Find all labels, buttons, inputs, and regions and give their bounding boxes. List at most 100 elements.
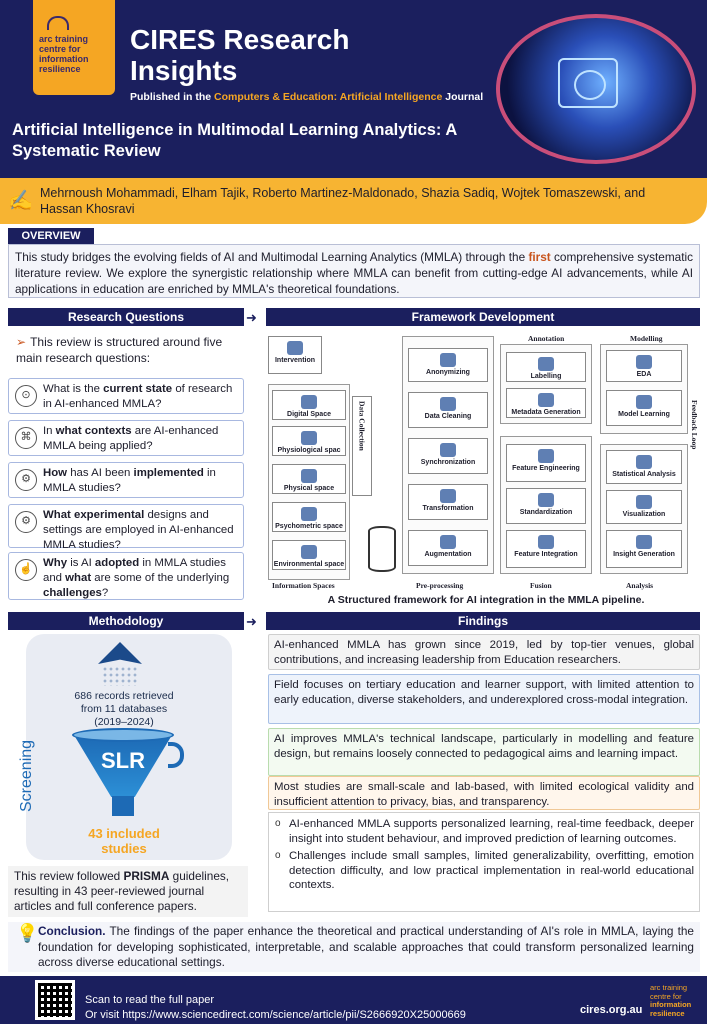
person-icon (301, 507, 317, 521)
logo-line: centre for (650, 991, 682, 1001)
fw-label: Environmental space (273, 561, 345, 568)
rq-bold: current state (103, 383, 173, 395)
standardize-icon (538, 493, 554, 507)
col-label: Analysis (626, 581, 654, 590)
framework-caption: A Structured framework for AI integratio… (327, 594, 645, 606)
logo-line: information (650, 1000, 692, 1009)
visualization-icon (636, 495, 652, 509)
database-icon (368, 526, 396, 572)
chart-icon (636, 355, 652, 369)
research-questions-label: Research Questions (8, 308, 244, 326)
findings-bullets: AI-enhanced MMLA supports personalized l… (268, 812, 700, 912)
logo-line: arc training (650, 983, 688, 992)
published-line: Published in the Computers & Education: … (130, 91, 483, 103)
published-suffix: Journal (442, 91, 484, 103)
fw-label: Feature Integration (514, 551, 578, 558)
overview-part: This study bridges the evolving fields o… (15, 250, 529, 264)
fw-step: EDA (606, 350, 682, 382)
fw-step: Statistical Analysis (606, 450, 682, 484)
records-retrieved: 686 records retrieved from 11 databases … (60, 690, 188, 729)
framework-intervention: Intervention (268, 336, 322, 374)
fw-step: Augmentation (408, 530, 488, 566)
rq-text: are AI-enhanced MMLA being applied? (43, 425, 219, 452)
rq-bold: Why (43, 557, 68, 569)
note-part: This review followed (14, 869, 124, 883)
arrow-icon: ➢ (16, 335, 27, 349)
journal-name: Computers & Education: Artificial Intell… (214, 91, 443, 103)
col-label: Fusion (530, 581, 552, 590)
rq-item-4: ⚙ What experimental designs and settings… (8, 504, 244, 551)
findings-label: Findings (266, 612, 700, 630)
fw-step: Insight Generation (606, 530, 682, 568)
fw-step: Visualization (606, 490, 682, 524)
note-part: guidelines, resulting in 43 peer-reviewe… (14, 869, 230, 913)
records-line: (2019–2024) (94, 716, 154, 728)
funnel-rim (72, 728, 174, 742)
poster-header: arc training centre for information resi… (0, 0, 707, 178)
site-link[interactable]: cires.org.au (580, 1004, 643, 1016)
rq-item-3: ⚙ How has AI been implemented in MMLA st… (8, 462, 244, 498)
rq-bold: what (65, 572, 92, 584)
logo-line: resilience (39, 64, 81, 74)
robot-icon (301, 469, 317, 483)
finding-box-2: Field focuses on tertiary education and … (268, 674, 700, 724)
finding-bullet: Challenges include small samples, limite… (275, 849, 694, 893)
fw-space: Digital Space (272, 390, 346, 420)
qr-code[interactable] (35, 980, 75, 1020)
fw-label: Digital Space (287, 411, 331, 418)
fw-step: Metadata Generation (506, 388, 586, 418)
settings-icon: ⚙ (15, 511, 37, 533)
rq-text: ? (101, 587, 109, 599)
brain-icon (636, 395, 652, 409)
grid-icon (538, 449, 554, 463)
rq-intro-text: This review is structured around five ma… (16, 335, 223, 365)
fw-label: Synchronization (420, 459, 476, 466)
ai-brain-icon (558, 58, 618, 108)
fw-label: Physiological spac (277, 447, 341, 454)
fw-label: Model Learning (618, 411, 670, 418)
logo-line: resilience (650, 1008, 685, 1018)
rq-item-2: ⌘ In what contexts are AI-enhanced MMLA … (8, 420, 244, 456)
fw-step: Feature Engineering (506, 444, 586, 482)
col-label: Annotation (528, 334, 565, 343)
sync-icon (440, 443, 456, 457)
fw-step: Feature Integration (506, 530, 586, 568)
rq-text: has AI been (67, 467, 134, 479)
feedback-loop: Feedback Loop (690, 400, 704, 520)
people-icon (287, 341, 303, 355)
conclusion-text: The findings of the paper enhance the th… (38, 924, 694, 969)
fw-space: Psychometric space (272, 502, 346, 532)
stats-icon (636, 455, 652, 469)
fw-space: Physical space (272, 464, 346, 494)
funnel-spout (112, 796, 134, 816)
fw-step: Model Learning (606, 390, 682, 426)
slr-label: SLR (101, 748, 145, 773)
lightbulb-icon: 💡 (16, 923, 39, 943)
conclusion: 💡 Conclusion. The findings of the paper … (8, 922, 700, 972)
paper-title: Artificial Intelligence in Multimodal Le… (12, 121, 457, 160)
fw-label: Intervention (274, 357, 316, 364)
fw-label: Visualization (622, 511, 666, 518)
logo-line: arc training (39, 34, 89, 44)
logo-line: centre for (39, 44, 81, 54)
gear-brain-icon: ⚙ (15, 469, 37, 491)
cires-logo: arc training centre for information resi… (33, 0, 115, 95)
data-collection: Data Collection (352, 396, 372, 496)
fw-step: Anonymizing (408, 348, 488, 382)
fw-step: Transformation (408, 484, 488, 520)
fw-label: Augmentation (424, 551, 472, 558)
hands-icon: ☝ (15, 559, 37, 581)
poster-title: CIRES Research Insights (130, 24, 350, 86)
fw-label: Statistical Analysis (612, 471, 676, 478)
integration-icon (538, 535, 554, 549)
qr-pattern (38, 983, 72, 1017)
records-drops (102, 666, 138, 686)
fw-label: Standardization (519, 509, 573, 516)
rq-bold: what contexts (55, 425, 132, 437)
paper-link[interactable]: Or visit https://www.sciencedirect.com/s… (85, 1009, 466, 1021)
finding-box-4: Most studies are small-scale and lab-bas… (268, 776, 700, 810)
laptop-icon (301, 395, 317, 409)
rq-bold: implemented (133, 467, 204, 479)
fw-label: Feature Engineering (512, 465, 580, 472)
col-label: Modelling (630, 334, 663, 343)
